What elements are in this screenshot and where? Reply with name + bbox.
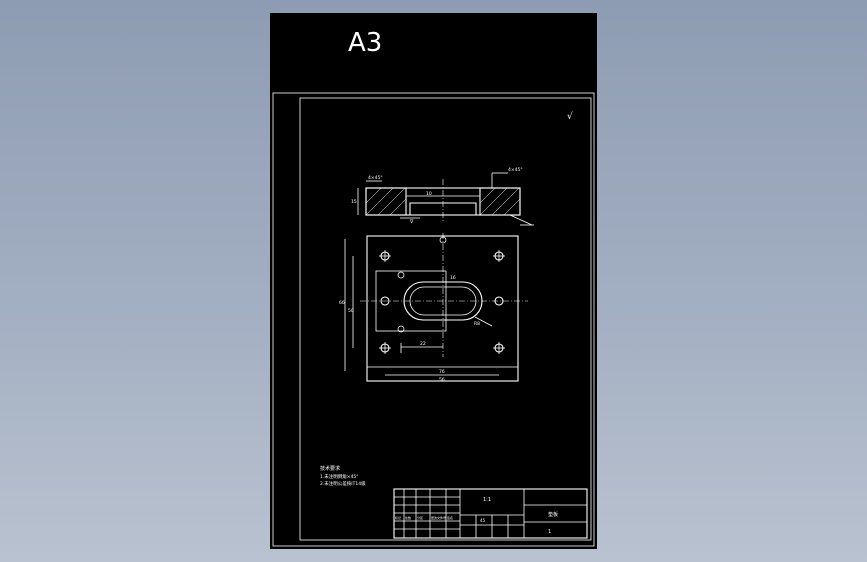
obround-slot xyxy=(403,281,483,321)
sheet-size-label: A3 xyxy=(348,28,382,58)
obround-slot-inner xyxy=(409,286,477,316)
row-label-5: 签名 xyxy=(447,515,453,520)
hatch-pattern-right xyxy=(479,187,521,216)
hole-mid-right xyxy=(494,296,504,306)
row-label-3: 分区 xyxy=(417,515,423,520)
hole-mid-left xyxy=(380,296,390,306)
plan-view: 76 56 66 50 R8 22 16 xyxy=(339,233,528,383)
title-block: 1:1 垫板 1 45 标记 处数 分区 更改文件号 签名 xyxy=(393,488,588,539)
inner-dim-frame xyxy=(375,270,447,332)
title-block-scale: 1:1 xyxy=(483,497,491,503)
pin-hole-upper xyxy=(397,271,405,279)
hatch-pattern-left xyxy=(365,187,407,216)
inner-border xyxy=(299,97,592,541)
notes-line-1: 1.未注明倒角×45° xyxy=(320,473,359,480)
row-label-1: 标记 xyxy=(395,515,401,520)
row-label-2: 处数 xyxy=(405,515,411,520)
overall-width-dim: 76 xyxy=(439,369,445,375)
chamfer-dim-left: 4×45° xyxy=(368,175,383,181)
slot-width-dim: 16 xyxy=(450,275,456,281)
row-label-4: 更改文件号 xyxy=(431,515,446,520)
hole-span-y-dim: 50 xyxy=(348,308,354,314)
slot-callout: R8 xyxy=(474,321,480,327)
sheet-number: 1 xyxy=(548,529,551,535)
height-dim: 15 xyxy=(351,199,357,205)
material-value: 45 xyxy=(480,518,486,523)
pin-hole-lower xyxy=(397,325,405,333)
technical-notes: 技术要求 1.未注明倒角×45° 2.未注明公差按IT14级 xyxy=(320,465,366,487)
drawing-sheet: A3 √ 4×45° 15 4×45 xyxy=(270,13,597,549)
section-view: 4×45° 15 4×45° 10 ∇ xyxy=(351,167,534,226)
outer-frame xyxy=(272,92,595,547)
cad-drawing-canvas: A3 √ 4×45° 15 4×45 xyxy=(272,28,595,547)
title-block-frame xyxy=(393,488,588,539)
chamfer-callout-right: 4×45° xyxy=(508,167,523,173)
hole-span-x-dim: 56 xyxy=(439,377,445,383)
hatch-block-left xyxy=(365,187,407,216)
notes-line-2: 2.未注明公差按IT14级 xyxy=(320,480,366,487)
hatch-block-right xyxy=(479,187,521,216)
mounting-holes xyxy=(379,250,505,354)
notes-title: 技术要求 xyxy=(320,465,340,472)
bottom-mark: ∇ xyxy=(409,219,414,225)
center-offset-dim: 22 xyxy=(420,341,426,347)
top-center-hole xyxy=(439,236,447,244)
slot-depth-dim: 10 xyxy=(426,191,432,197)
roughness-mark: √ xyxy=(567,111,573,122)
plate-outline xyxy=(366,235,519,382)
overall-height-dim: 66 xyxy=(339,300,345,306)
part-name: 垫板 xyxy=(548,511,558,518)
